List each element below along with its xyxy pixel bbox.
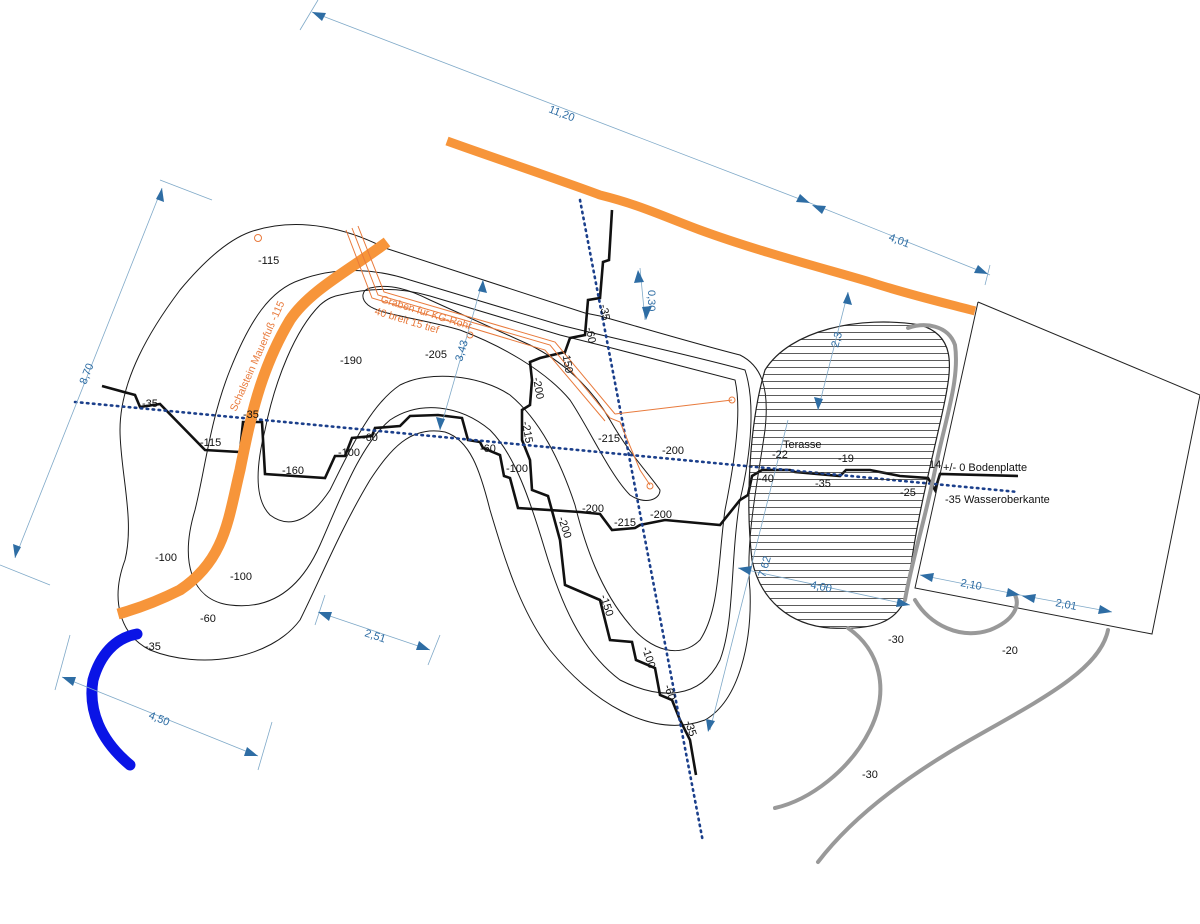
depth-label: -19 bbox=[838, 453, 854, 465]
depth-label: -25 bbox=[900, 487, 916, 499]
section-line-vertical bbox=[578, 198, 705, 844]
depth-label: -30 bbox=[888, 634, 904, 646]
depth-label: -20 bbox=[1002, 645, 1018, 657]
depth-label: -205 bbox=[425, 349, 447, 361]
dim-left-height: 8,70 bbox=[78, 362, 97, 386]
grade-curves-grey bbox=[773, 323, 1110, 864]
foundation-wall-left bbox=[116, 237, 391, 620]
contour-outer bbox=[117, 224, 767, 726]
dim-bottom-span: 2,51 bbox=[363, 627, 387, 645]
house-outline bbox=[914, 301, 1200, 635]
depth-label: -60 bbox=[200, 613, 216, 625]
kg-pipe-trench bbox=[254, 225, 736, 490]
depth-label: -35 bbox=[142, 398, 158, 410]
depth-label: -22 bbox=[772, 449, 788, 461]
section-line-horizontal bbox=[73, 400, 1020, 494]
foundation-wall-top bbox=[445, 136, 977, 316]
depth-label: -200 bbox=[582, 503, 604, 515]
depth-label: -35 bbox=[597, 303, 612, 321]
contour-2 bbox=[188, 270, 752, 694]
dim-mid-height: 3,43 bbox=[453, 339, 470, 363]
contour-3 bbox=[257, 288, 739, 652]
annotation-terrace: Terasse bbox=[783, 439, 822, 451]
depth-label: -40 bbox=[758, 473, 774, 485]
depth-label: -100 bbox=[338, 447, 360, 459]
depth-label: -200 bbox=[530, 376, 546, 400]
depth-label: -115 bbox=[258, 255, 279, 267]
depth-label: -215 bbox=[519, 420, 535, 444]
depth-label: -60 bbox=[362, 432, 378, 444]
terrace-hatch bbox=[748, 321, 951, 629]
contour-4 bbox=[362, 285, 661, 501]
depth-label: -200 bbox=[662, 445, 684, 457]
depth-label: -60 bbox=[583, 326, 598, 344]
dim-pipe-offset: 0,30 bbox=[645, 290, 657, 311]
dim-right-2: 2,01 bbox=[1054, 597, 1077, 613]
depth-label: -160 bbox=[282, 465, 304, 477]
grade-line-cut bbox=[520, 209, 698, 776]
depth-label: -190 bbox=[340, 355, 362, 367]
depth-label: -30 bbox=[862, 769, 878, 781]
depth-label: -35 bbox=[243, 409, 259, 421]
depth-label: -215 bbox=[614, 517, 636, 529]
depth-label: -150 bbox=[559, 350, 575, 374]
depth-label: -35 bbox=[815, 478, 831, 490]
pond-outlet bbox=[86, 628, 143, 771]
dim-top-right: 4,01 bbox=[887, 232, 911, 251]
dim-terrace-diag: 7,62 bbox=[756, 555, 773, 579]
depth-label: -200 bbox=[650, 509, 672, 521]
annotation-slab: +/- 0 Bodenplatte bbox=[943, 462, 1027, 474]
dim-terrace-width: 4,00 bbox=[809, 579, 832, 595]
dim-top-length: 11,20 bbox=[547, 104, 576, 125]
annotation-water: -35 Wasseroberkante bbox=[945, 494, 1050, 506]
dim-bottom-left: 4,50 bbox=[147, 710, 171, 729]
dim-right-1: 2,10 bbox=[959, 577, 982, 593]
depth-label: -215 bbox=[598, 433, 620, 445]
depth-label: -100 bbox=[155, 552, 177, 564]
dim-terrace-height: 2,3 bbox=[829, 331, 845, 349]
depth-label: -100 bbox=[506, 463, 528, 475]
depth-label: -150 bbox=[597, 593, 615, 618]
depth-label: -115 bbox=[200, 437, 221, 449]
depth-label: -60 bbox=[661, 683, 677, 702]
depth-label: -35 bbox=[145, 641, 161, 653]
depth-label: -60 bbox=[480, 443, 496, 455]
depth-label: -100 bbox=[230, 571, 252, 583]
depth-label: 14 bbox=[929, 459, 941, 471]
depth-label: -35 bbox=[682, 719, 698, 738]
dimension-lines bbox=[0, 0, 1113, 771]
depth-label: -100 bbox=[639, 645, 657, 670]
